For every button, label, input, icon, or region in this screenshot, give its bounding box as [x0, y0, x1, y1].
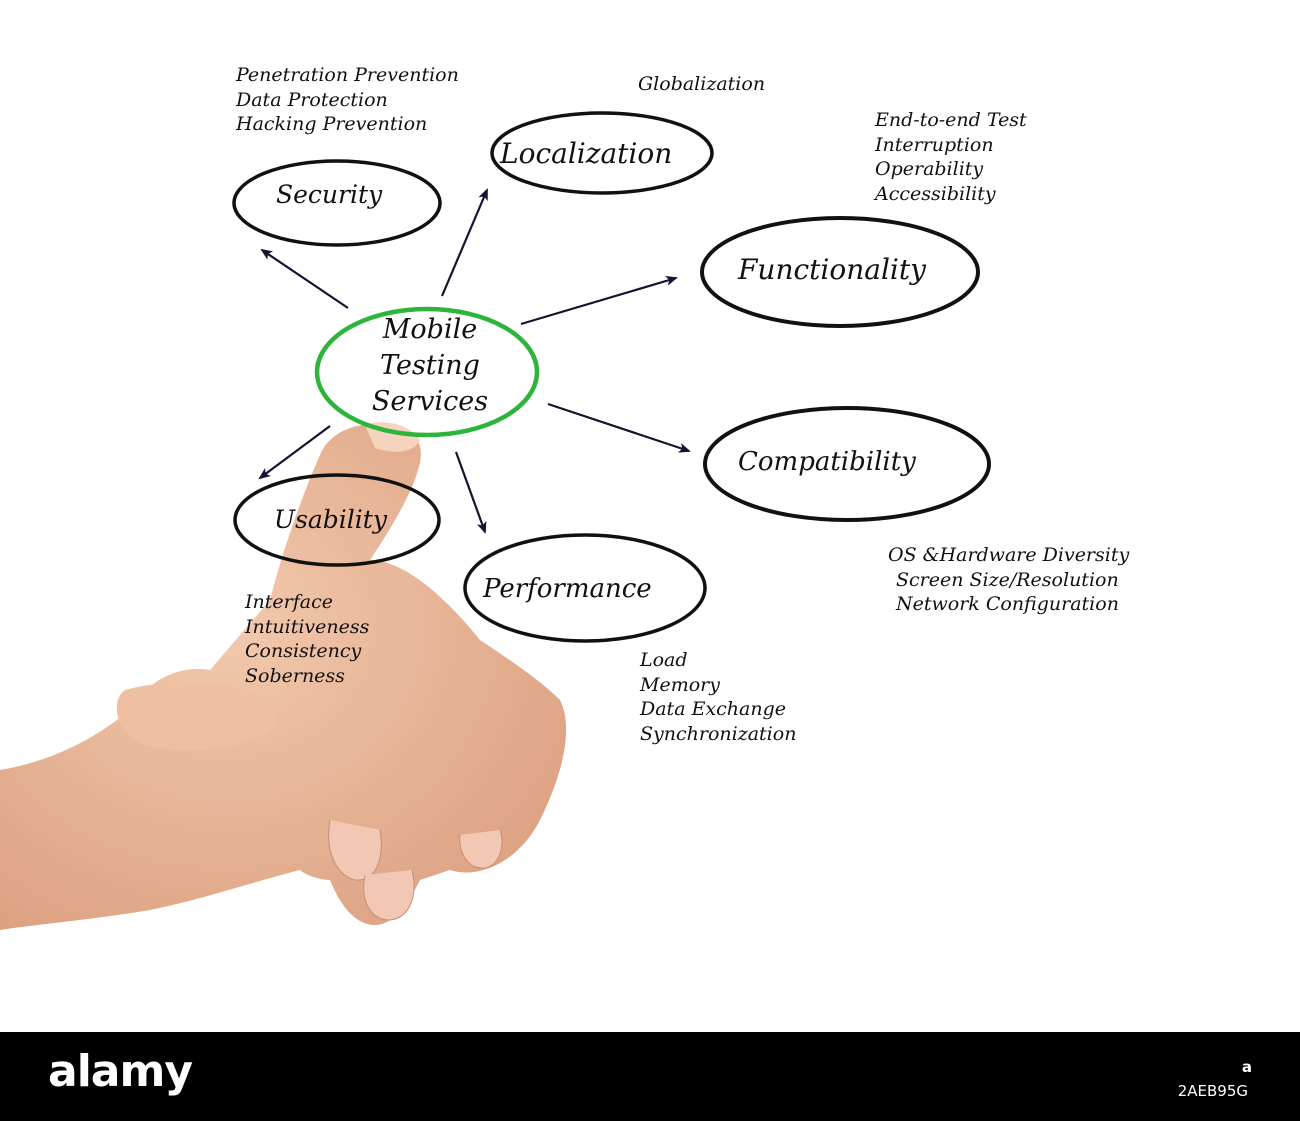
arrow-to-performance	[456, 452, 485, 532]
brand-logo: alamy	[48, 1046, 192, 1097]
performance-detail-item: Load	[640, 648, 796, 673]
localization-label: Localization	[500, 137, 672, 170]
arrow-to-functionality	[521, 278, 676, 324]
usability-detail-item: Interface	[245, 590, 369, 615]
center-line-3: Services	[330, 384, 530, 420]
security-detail-item: Data Protection	[236, 88, 459, 113]
functionality-detail-item: Accessibility	[875, 182, 1027, 207]
center-line-1: Mobile	[330, 312, 530, 348]
performance-detail-item: Memory	[640, 673, 796, 698]
security-detail-item: Hacking Prevention	[236, 112, 459, 137]
performance-detail-item: Data Exchange	[640, 697, 796, 722]
security-details: Penetration Prevention Data Protection H…	[236, 63, 459, 137]
arrow-to-localization	[442, 190, 487, 296]
image-id: 2AEB95G	[1178, 1082, 1248, 1100]
arrow-to-compatibility	[548, 404, 689, 451]
compatibility-label: Compatibility	[738, 447, 916, 477]
usability-detail-item: Soberness	[245, 664, 369, 689]
center-label: Mobile Testing Services	[330, 312, 530, 420]
usability-label: Usability	[274, 505, 387, 534]
security-label: Security	[276, 180, 382, 209]
localization-details: Globalization	[638, 72, 765, 97]
functionality-label: Functionality	[738, 253, 926, 286]
compatibility-detail-item: Screen Size/Resolution	[888, 568, 1129, 593]
performance-details: Load Memory Data Exchange Synchronizatio…	[640, 648, 796, 746]
usability-detail-item: Intuitiveness	[245, 615, 369, 640]
usability-details: Interface Intuitiveness Consistency Sobe…	[245, 590, 369, 688]
functionality-detail-item: Interruption	[875, 133, 1027, 158]
usability-detail-item: Consistency	[245, 639, 369, 664]
functionality-detail-item: End-to-end Test	[875, 108, 1027, 133]
functionality-detail-item: Operability	[875, 157, 1027, 182]
watermark-mark: a	[1242, 1058, 1252, 1076]
localization-detail-item: Globalization	[638, 72, 765, 97]
arrow-to-security	[262, 250, 348, 308]
stock-footer-bar: alamy a 2AEB95G	[0, 1032, 1300, 1121]
performance-label: Performance	[483, 574, 652, 604]
center-line-2: Testing	[330, 348, 530, 384]
compatibility-detail-item: OS &Hardware Diversity	[888, 543, 1129, 568]
functionality-details: End-to-end Test Interruption Operability…	[875, 108, 1027, 206]
compatibility-detail-item: Network Configuration	[888, 592, 1129, 617]
compatibility-details: OS &Hardware Diversity Screen Size/Resol…	[888, 543, 1129, 617]
performance-detail-item: Synchronization	[640, 722, 796, 747]
security-detail-item: Penetration Prevention	[236, 63, 459, 88]
